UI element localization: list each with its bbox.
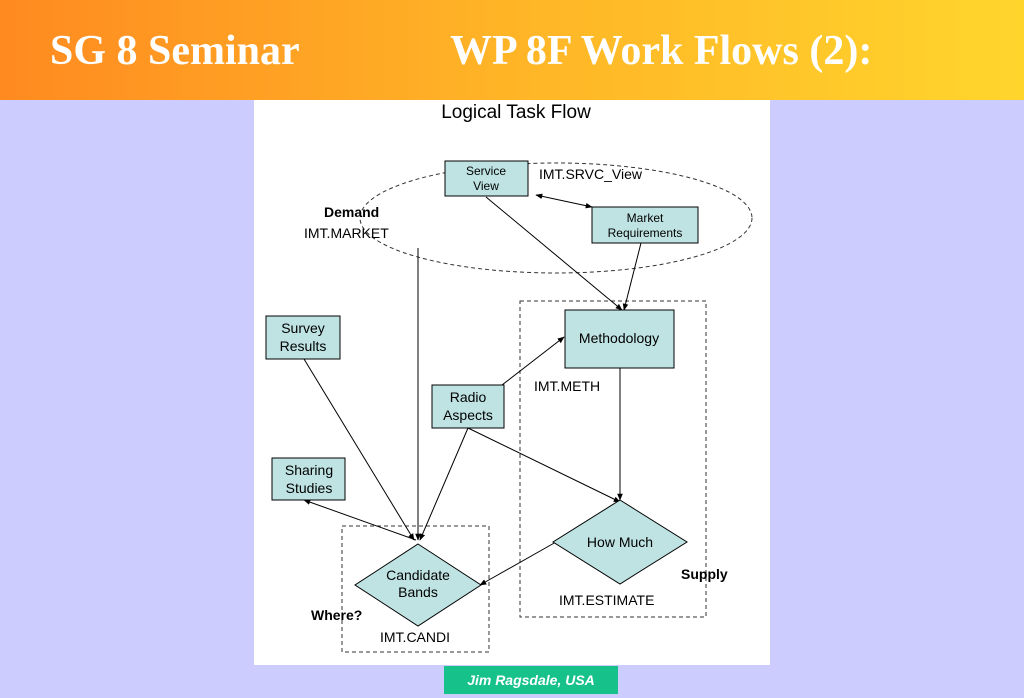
imt-estimate-label: IMT.ESTIMATE: [559, 592, 654, 608]
how-much-label: How Much: [587, 534, 653, 550]
how-much-node: How Much: [552, 499, 688, 585]
sharing-studies-label-line1: Sharing: [285, 462, 333, 478]
survey-results-label-line1: Survey: [281, 320, 325, 336]
imt-candi-label: IMT.CANDI: [380, 629, 450, 645]
connector-radio-howmuch: [467, 427, 621, 503]
connector-service-market: [535, 193, 593, 209]
flow-diagram-svg: Logical Task Flow Service View IMT.SRVC_…: [265, 102, 753, 653]
supply-label: Supply: [681, 566, 728, 582]
market-requirements-label-line2: Requirements: [608, 226, 683, 240]
where-label: Where?: [311, 607, 362, 623]
author-label: Jim Ragsdale, USA: [467, 672, 595, 688]
candi-region-box: [341, 525, 490, 653]
connector-howmuch-candidate: [479, 541, 557, 586]
radio-aspects-label-line2: Aspects: [443, 407, 493, 423]
imt-srvc-view-label: IMT.SRVC_View: [539, 166, 643, 182]
logical-task-flow-diagram: Logical Task Flow Service View IMT.SRVC_…: [254, 100, 770, 665]
service-view-node: Service View: [444, 160, 529, 197]
supply-region-box: [519, 300, 707, 618]
service-view-label-line2: View: [473, 179, 499, 193]
radio-aspects-label-line1: Radio: [450, 389, 487, 405]
candidate-bands-node: Candidate Bands: [354, 543, 482, 627]
service-view-label-line1: Service: [466, 164, 506, 178]
slide-title: WP 8F Work Flows (2):: [450, 28, 873, 74]
demand-region-ellipse: [359, 162, 753, 274]
radio-aspects-node: Radio Aspects: [431, 384, 505, 429]
seminar-title: SG 8 Seminar: [50, 28, 300, 74]
candidate-bands-label-line1: Candidate: [386, 567, 450, 583]
connector-survey-candidate: [303, 358, 415, 541]
imt-market-label: IMT.MARKET: [304, 225, 389, 241]
market-requirements-label-line1: Market: [627, 211, 664, 225]
author-badge: Jim Ragsdale, USA: [444, 666, 618, 694]
connector-radio-methodology: [501, 336, 565, 386]
demand-label: Demand: [324, 204, 379, 220]
connector-radio-candidate: [419, 427, 469, 541]
connector-market-methodology: [622, 242, 642, 311]
sharing-studies-node: Sharing Studies: [271, 457, 346, 501]
diagram-title: Logical Task Flow: [441, 102, 591, 123]
imt-meth-label: IMT.METH: [534, 378, 600, 394]
methodology-node: Methodology: [564, 309, 675, 369]
survey-results-label-line2: Results: [280, 338, 327, 354]
survey-results-node: Survey Results: [265, 315, 341, 360]
connector-candidate-sharing: [303, 499, 417, 541]
market-requirements-node: Market Requirements: [591, 206, 699, 244]
connector-service-methodology: [485, 196, 623, 311]
candidate-bands-label-line2: Bands: [398, 584, 438, 600]
title-bar: SG 8 Seminar WP 8F Work Flows (2):: [0, 0, 1024, 100]
methodology-label: Methodology: [579, 330, 659, 346]
sharing-studies-label-line2: Studies: [286, 480, 333, 496]
